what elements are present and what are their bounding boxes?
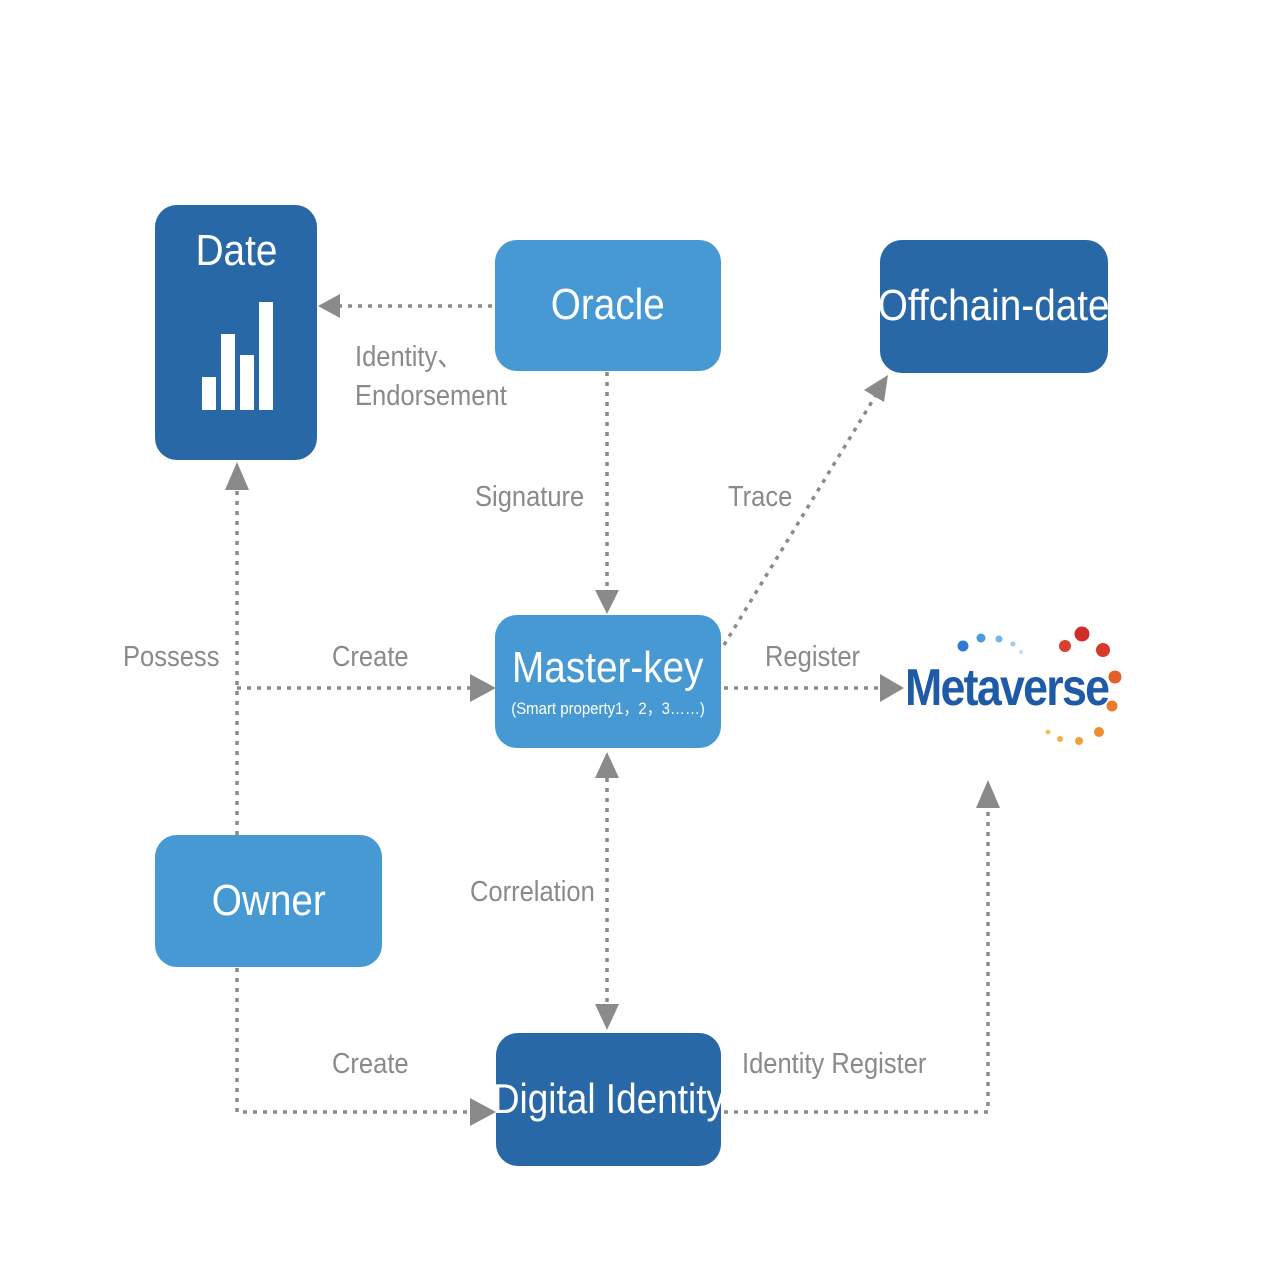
node-digital-identity-label: Digital Identity xyxy=(492,1075,725,1123)
arrowhead-to-master-key-from-owner xyxy=(470,674,496,702)
metaverse-logo-text: Metaverse xyxy=(905,659,1110,717)
edge-label-endorsement-line: Endorsement xyxy=(355,380,507,413)
edge-label-identity-line: Identity、 xyxy=(355,341,463,373)
edge-owner-to-digital-identity xyxy=(235,968,470,1114)
node-digital-identity: Digital Identity xyxy=(492,1033,725,1166)
edge-label-correlation: Correlation xyxy=(470,876,595,908)
edge-label-identity-endorsement: Identity、 Endorsement xyxy=(355,338,507,416)
arrowhead-to-master-key-from-oracle xyxy=(595,590,619,614)
arrowhead-to-digital-identity xyxy=(470,1098,496,1126)
edge-label-possess: Possess xyxy=(123,641,220,673)
edge-label-identity-register: Identity Register xyxy=(742,1048,927,1080)
arrowhead-to-metaverse xyxy=(880,674,904,702)
arrowhead-to-metaverse-from-identity xyxy=(976,780,1000,808)
arrowhead-to-data-from-owner xyxy=(225,462,249,490)
node-date: Date xyxy=(155,205,317,460)
edge-label-create-identity: Create xyxy=(332,1048,409,1080)
arrowhead-identity-down xyxy=(595,1004,619,1030)
node-oracle-label: Oracle xyxy=(550,280,666,330)
node-owner-label: Owner xyxy=(211,875,326,925)
metaverse-logo: Metaverse xyxy=(905,622,1135,752)
edge-label-register: Register xyxy=(765,641,861,673)
node-oracle: Oracle xyxy=(495,240,721,371)
node-master-key-sublabel: (Smart property1，2，3……) xyxy=(511,698,705,718)
node-master-key-label: Master-key xyxy=(512,643,704,693)
edge-identity-to-metaverse xyxy=(724,805,990,1114)
node-offchain-date: Offchain-date xyxy=(878,240,1110,373)
arrowhead-to-data-from-oracle xyxy=(318,294,340,318)
node-offchain-date-label: Offchain-date xyxy=(878,281,1110,331)
edge-label-trace: Trace xyxy=(728,481,793,513)
arrowhead-to-offchain xyxy=(864,375,888,402)
edge-label-signature: Signature xyxy=(475,481,585,513)
node-date-label: Date xyxy=(195,226,277,275)
metaverse-logo-dots xyxy=(957,626,1122,745)
node-master-key: Master-key (Smart property1，2，3……) xyxy=(495,615,721,748)
node-owner: Owner xyxy=(155,835,382,967)
edge-master-key-to-offchain xyxy=(722,394,878,646)
bar-chart-icon xyxy=(202,302,273,411)
arrowhead-master-key-up xyxy=(595,752,619,778)
edge-label-create-master-key: Create xyxy=(332,641,409,673)
